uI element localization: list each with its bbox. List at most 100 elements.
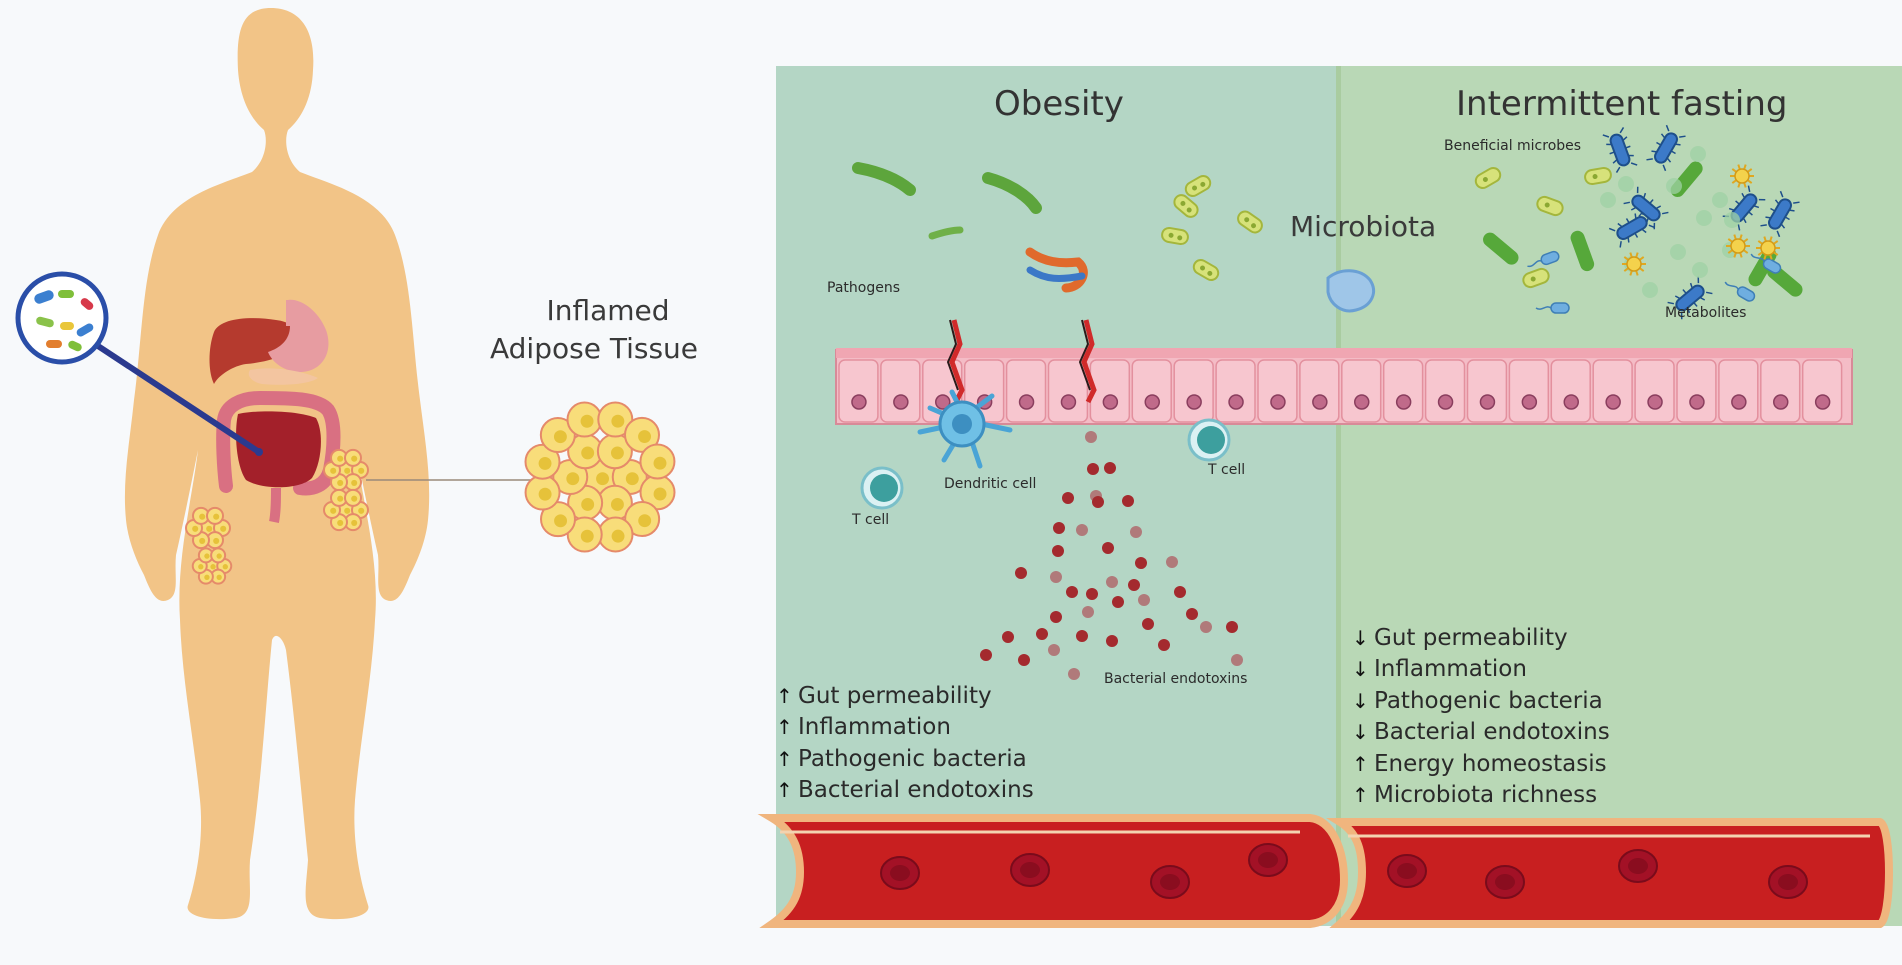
capsule-bacterium	[1161, 226, 1189, 246]
obesity-effects-list: ↑Gut permeability↑Inflammation↑Pathogeni…	[776, 680, 1034, 806]
epithelial-cell	[880, 359, 921, 423]
cell-nucleus	[1270, 394, 1286, 410]
arrow-down-icon: ↓	[1352, 688, 1369, 713]
epithelial-cell	[1299, 359, 1340, 423]
endotoxin-particle	[1048, 644, 1060, 656]
fasting-effect-item: ↓Inflammation	[1352, 654, 1610, 686]
liver	[209, 318, 298, 384]
metabolite-burst	[1730, 164, 1754, 188]
endotoxin-particle	[1018, 654, 1030, 666]
blue-rod-bacterium	[1608, 208, 1656, 248]
obesity-effect-text: Pathogenic bacteria	[798, 745, 1027, 772]
cell-nucleus	[893, 394, 909, 410]
inflamed-adipose-tissue-cluster	[524, 401, 676, 553]
rectum	[269, 487, 281, 523]
cell-nucleus	[1647, 394, 1663, 410]
obesity-effect-item: ↑Bacterial endotoxins	[776, 775, 1034, 807]
endotoxin-particle	[1135, 557, 1147, 569]
metabolite-particle	[1690, 146, 1706, 162]
cell-nucleus	[1354, 394, 1370, 410]
endotoxin-particle	[1226, 621, 1238, 633]
endotoxin-particle	[1085, 431, 1097, 443]
flagellated-bacterium	[1527, 250, 1560, 268]
endotoxin-particle	[1066, 586, 1078, 598]
endotoxin-particle	[1092, 496, 1104, 508]
capsule-bacterium	[1184, 175, 1212, 197]
t-cell-left	[860, 466, 904, 510]
fasting-effect-item: ↑Microbiota richness	[1352, 780, 1610, 812]
fasting-effect-text: Microbiota richness	[1374, 782, 1598, 809]
cell-nucleus	[1521, 394, 1538, 410]
epithelial-cell	[1466, 359, 1508, 423]
obesity-effect-text: Bacterial endotoxins	[798, 777, 1034, 804]
cell-nucleus	[1605, 394, 1621, 410]
label-line-1: Inflamed	[546, 294, 670, 327]
metabolite-particle	[1600, 192, 1616, 208]
t-cell-right-label: T cell	[1208, 462, 1246, 478]
endotoxin-particle	[1174, 586, 1186, 598]
fasting-effect-text: Gut permeability	[1374, 624, 1568, 651]
endotoxin-particle	[1128, 579, 1140, 591]
pathogen-spiral	[1025, 247, 1088, 293]
gut-barrier-break-2	[1081, 319, 1097, 404]
cell-nucleus	[851, 394, 867, 410]
beneficial-microbes-label: Beneficial microbes	[1444, 138, 1582, 154]
epithelial-cell	[1801, 359, 1843, 423]
metabolite-particle	[1692, 262, 1708, 278]
cell-nucleus	[1395, 394, 1412, 410]
vessel-left-segment	[757, 814, 1349, 928]
esophagus	[286, 300, 294, 326]
epithelial-cell	[1550, 359, 1591, 423]
cell-nucleus	[1102, 394, 1119, 410]
cell-nucleus	[1228, 394, 1244, 410]
capsule-bacterium	[1474, 167, 1502, 189]
cell-nucleus	[1312, 394, 1328, 410]
epithelial-cell	[1592, 359, 1633, 423]
shared-large-microbe	[1326, 269, 1375, 313]
cell-nucleus	[1144, 394, 1160, 410]
endotoxin-particle	[1166, 556, 1178, 568]
metabolite-particle	[1666, 178, 1682, 194]
rod-bacterium-2	[982, 172, 1042, 214]
endotoxin-particle	[1068, 668, 1080, 680]
metabolite-particle	[1618, 176, 1634, 192]
gut-zoom-line	[96, 343, 261, 455]
cell-nucleus	[1773, 394, 1789, 410]
flagellated-bacterium	[1535, 302, 1570, 314]
blue-rod-bacterium	[1646, 124, 1686, 172]
endotoxin-particle	[1106, 635, 1118, 647]
fasting-effect-item: ↓Pathogenic bacteria	[1352, 685, 1610, 717]
blood-vessel	[757, 814, 1893, 928]
dendritic-cell-label: Dendritic cell	[944, 476, 1037, 492]
green-rod-bacterium	[1748, 248, 1777, 287]
endotoxin-particle	[1076, 630, 1088, 642]
epithelial-cell	[1005, 359, 1047, 423]
stomach	[268, 299, 329, 372]
arrow-down-icon: ↓	[1352, 625, 1369, 650]
metabolite-burst	[1756, 236, 1780, 260]
rod-bacterium-3	[928, 226, 964, 240]
body-fat-left-upper	[185, 506, 231, 550]
epithelial-cell	[1508, 359, 1550, 423]
endotoxin-particle	[1138, 594, 1150, 606]
capsule-bacterium	[1584, 166, 1612, 186]
bacterial-endotoxin-particles	[980, 431, 1243, 680]
epithelial-cell	[1382, 359, 1424, 423]
cell-nucleus	[1731, 394, 1747, 410]
capsule-bacterium	[1522, 267, 1550, 289]
epithelial-cell	[838, 359, 879, 423]
cell-nucleus	[1814, 394, 1831, 410]
gut-microbiome-zoom-circle	[15, 271, 109, 365]
obesity-effect-item: ↑Pathogenic bacteria	[776, 743, 1034, 775]
capsule-bacterium	[1192, 259, 1220, 281]
epithelial-cell	[1676, 359, 1717, 423]
fasting-effect-text: Energy homeostasis	[1374, 750, 1607, 777]
label-line-2: Adipose Tissue	[490, 331, 699, 365]
arrow-down-icon: ↓	[1352, 657, 1369, 682]
metabolite-particle	[1642, 282, 1658, 298]
arrow-down-icon: ↓	[1352, 720, 1369, 745]
epithelial-cell	[1718, 359, 1759, 423]
cell-nucleus	[1186, 394, 1202, 410]
fasting-effects-list: ↓Gut permeability↓Inflammation↓Pathogeni…	[1352, 622, 1610, 811]
